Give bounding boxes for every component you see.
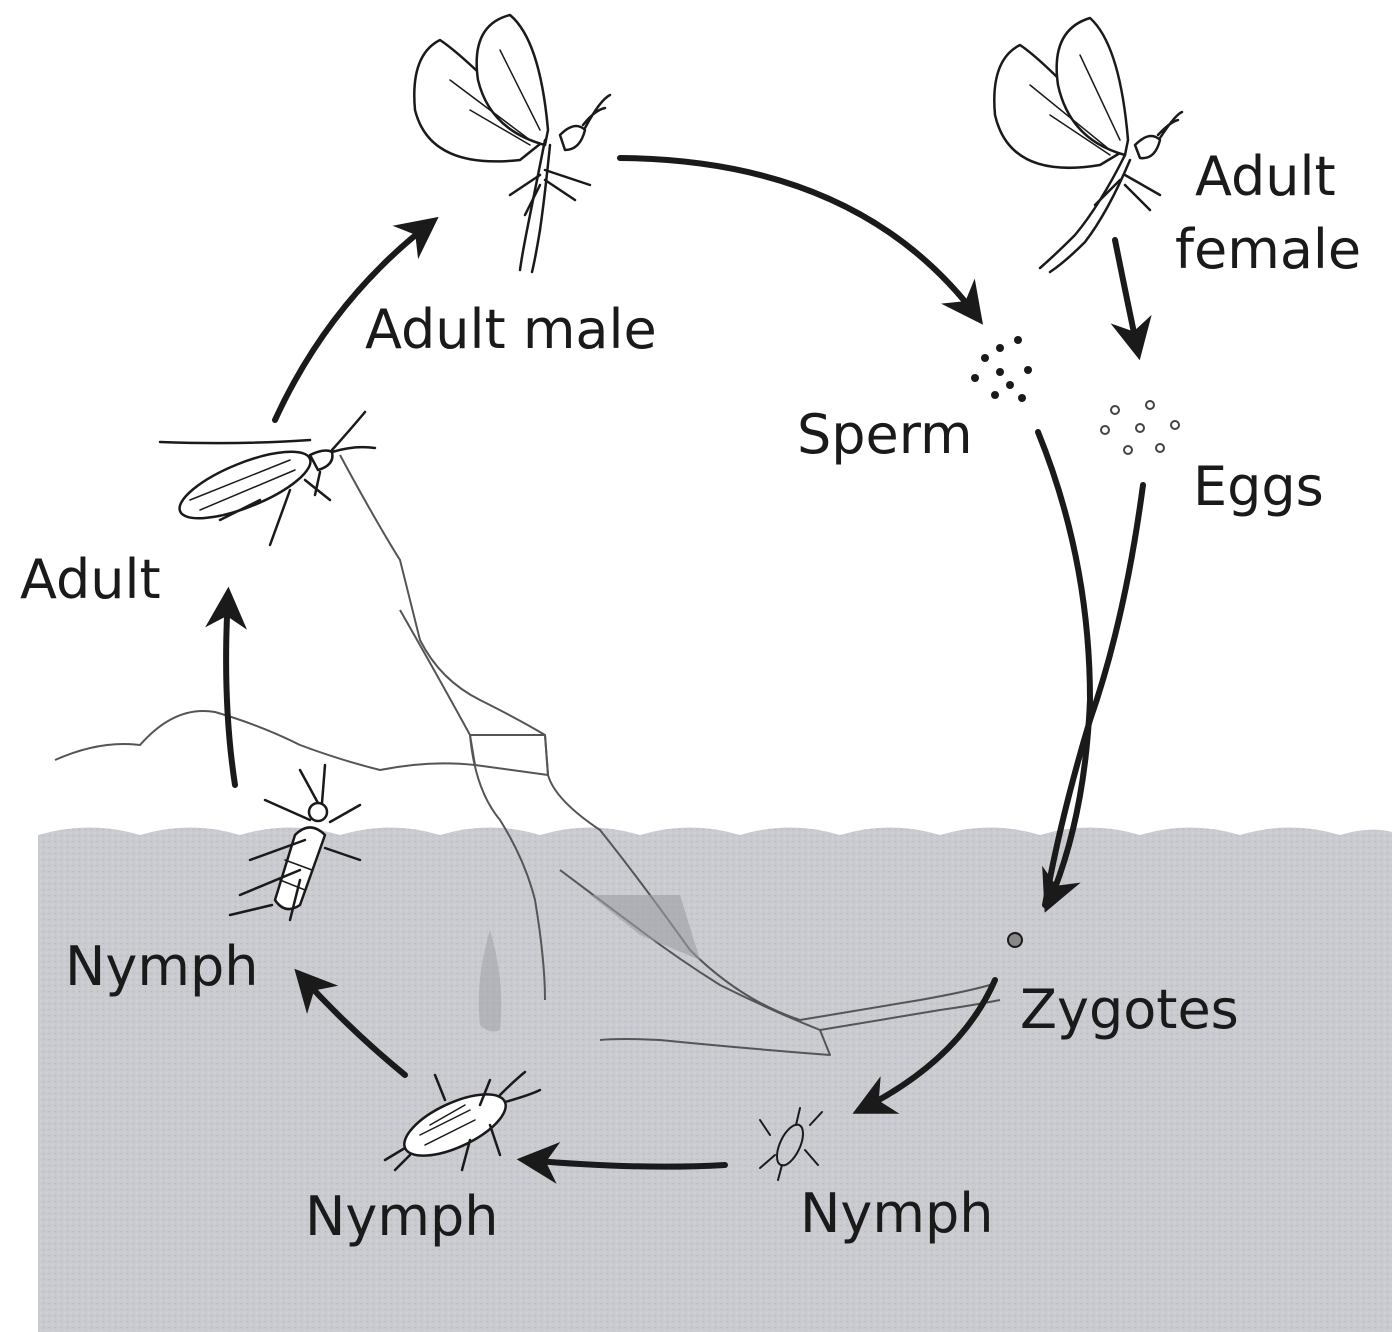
label-adult-female-line2: female [1175, 218, 1361, 281]
label-adult-male: Adult male [365, 298, 657, 361]
zygote-icon [1008, 933, 1022, 947]
water-area [38, 828, 1392, 1332]
mayfly-female-icon [994, 18, 1182, 272]
label-nymph-middle: Nymph [305, 1185, 498, 1248]
label-adult-female-line1: Adult [1195, 145, 1336, 208]
arrow-nymph-to-adult [226, 595, 235, 785]
sperm-dots-icon [971, 336, 1032, 402]
arrow-male-to-sperm [620, 158, 978, 318]
label-nymph-small: Nymph [800, 1182, 993, 1245]
arrow-female-to-eggs [1115, 240, 1138, 352]
label-nymph-surface: Nymph [65, 935, 258, 998]
label-eggs: Eggs [1193, 455, 1324, 518]
adult-insect-icon [160, 412, 375, 545]
label-adult: Adult [20, 548, 161, 611]
label-zygotes: Zygotes [1020, 978, 1239, 1041]
label-sperm: Sperm [797, 403, 973, 466]
mayfly-male-icon [414, 15, 610, 272]
egg-dots-icon [1101, 401, 1179, 454]
